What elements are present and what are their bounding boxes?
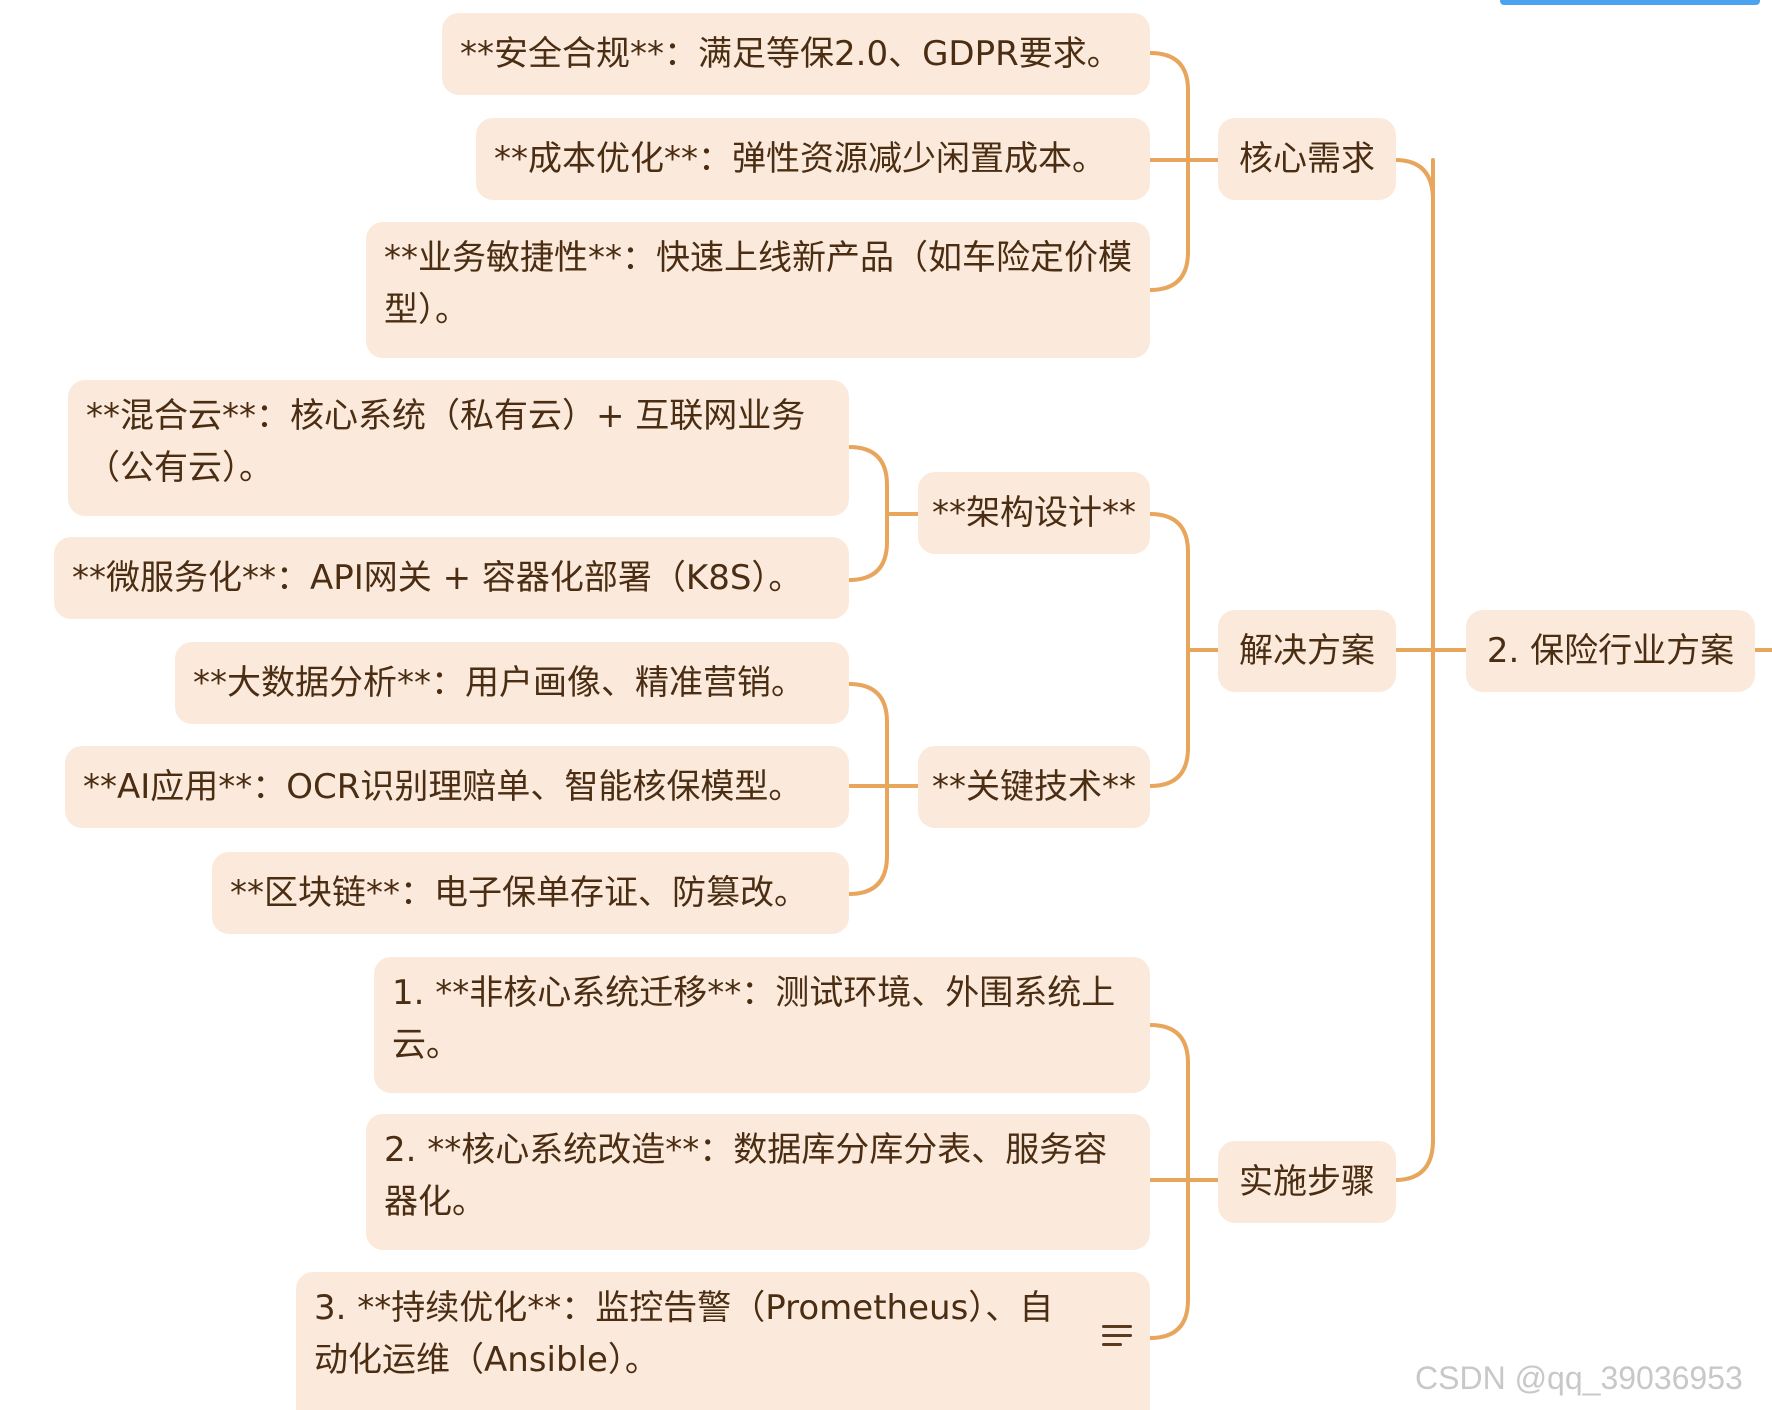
core-need-item-1[interactable]: **安全合规**：满足等保2.0、GDPR要求。 [442, 13, 1150, 95]
connector-arch-item-2 [847, 540, 889, 582]
root-topic-label: 2. 保险行业方案 [1486, 631, 1735, 671]
architecture-item-2-text: **微服务化**：API网关 + 容器化部署（K8S）。 [72, 558, 803, 598]
connector-core-item-1 [1148, 51, 1190, 92]
key-tech-item-3-text: **区块链**：电子保单存证、防篡改。 [230, 873, 808, 913]
implementation-item-2[interactable]: 2. **核心系统改造**：数据库分库分表、服务容器化。 [366, 1114, 1150, 1250]
connector-impl-item-1 [1148, 1023, 1190, 1065]
key-tech-item-1-text: **大数据分析**：用户画像、精准营销。 [193, 663, 805, 703]
connector-solution-tech [1148, 746, 1190, 788]
topic-implementation-label: 实施步骤 [1239, 1162, 1375, 1202]
implementation-item-1-text: 1. **非核心系统迁移**：测试环境、外围系统上云。 [392, 973, 1116, 1065]
topic-solution[interactable]: 解决方案 [1218, 610, 1396, 692]
core-need-item-3[interactable]: **业务敏捷性**：快速上线新产品（如车险定价模型）。 [366, 222, 1150, 358]
top-accent-bar [1500, 0, 1760, 5]
topic-architecture-label: **架构设计** [932, 493, 1136, 533]
implementation-item-3-text: 3. **持续优化**：监控告警（Prometheus）、自动化运维（Ansib… [314, 1288, 1054, 1380]
watermark: CSDN @qq_39036953 [1415, 1360, 1743, 1396]
core-need-item-3-text: **业务敏捷性**：快速上线新产品（如车险定价模型）。 [384, 238, 1132, 330]
core-need-item-2-text: **成本优化**：弹性资源减少闲置成本。 [494, 139, 1106, 179]
key-tech-item-2[interactable]: **AI应用**：OCR识别理赔单、智能核保模型。 [65, 746, 849, 828]
architecture-item-1[interactable]: **混合云**：核心系统（私有云）+ 互联网业务（公有云）。 [68, 380, 849, 516]
architecture-item-1-text: **混合云**：核心系统（私有云）+ 互联网业务（公有云）。 [86, 396, 806, 488]
topic-key-tech[interactable]: **关键技术** [918, 746, 1150, 828]
topic-architecture[interactable]: **架构设计** [918, 472, 1150, 554]
implementation-item-1[interactable]: 1. **非核心系统迁移**：测试环境、外围系统上云。 [374, 957, 1150, 1093]
connector-root-to-implementation [1393, 1138, 1435, 1182]
connector-arch-item-1 [847, 445, 889, 487]
implementation-item-3[interactable]: 3. **持续优化**：监控告警（Prometheus）、自动化运维（Ansib… [296, 1272, 1150, 1410]
key-tech-item-3[interactable]: **区块链**：电子保单存证、防篡改。 [212, 852, 849, 934]
connector-core-item-3 [1148, 250, 1190, 292]
key-tech-item-1[interactable]: **大数据分析**：用户画像、精准营销。 [175, 642, 849, 724]
architecture-item-2[interactable]: **微服务化**：API网关 + 容器化部署（K8S）。 [54, 537, 849, 619]
topic-implementation[interactable]: 实施步骤 [1218, 1141, 1396, 1223]
key-tech-item-2-text: **AI应用**：OCR识别理赔单、智能核保模型。 [83, 767, 803, 807]
connector-impl-item-3 [1148, 1298, 1190, 1340]
implementation-item-2-text: 2. **核心系统改造**：数据库分库分表、服务容器化。 [384, 1130, 1108, 1222]
connector-solution-arch [1148, 512, 1190, 554]
connector-tech-item-1 [847, 682, 889, 724]
topic-core-needs-label: 核心需求 [1239, 139, 1375, 179]
topic-solution-label: 解决方案 [1239, 631, 1375, 671]
connector-tech-item-3 [847, 854, 889, 896]
topic-core-needs[interactable]: 核心需求 [1218, 118, 1396, 200]
core-need-item-2[interactable]: **成本优化**：弹性资源减少闲置成本。 [476, 118, 1150, 200]
connector-root-to-core-needs [1393, 158, 1435, 202]
core-need-item-1-text: **安全合规**：满足等保2.0、GDPR要求。 [460, 34, 1121, 74]
note-lines-icon[interactable] [1102, 1325, 1132, 1349]
root-topic[interactable]: 2. 保险行业方案 [1466, 610, 1755, 692]
topic-key-tech-label: **关键技术** [932, 767, 1136, 807]
